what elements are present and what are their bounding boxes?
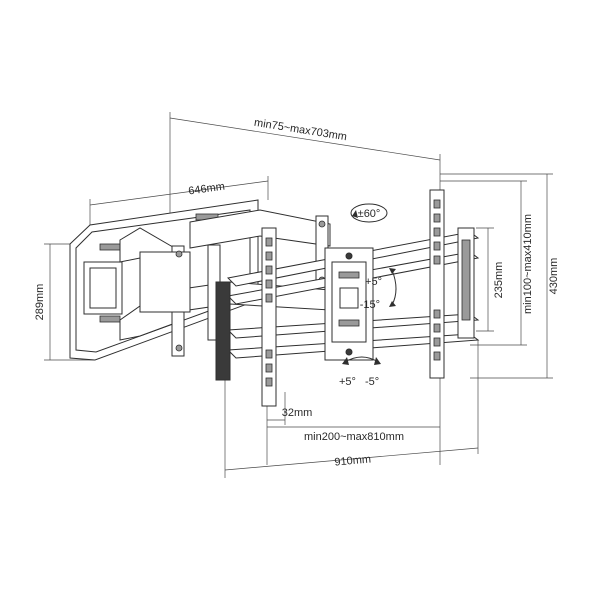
vesa-adapter-plate <box>324 247 374 361</box>
vesa-horizontal-range-label: min200~max810mm <box>304 431 404 443</box>
tilt-up-label: +5° <box>365 276 382 288</box>
tilt-down-label: -15° <box>360 299 380 311</box>
bracket-holes-left <box>265 237 273 387</box>
total-width-label: 910mm <box>334 453 372 468</box>
swivel-angle-label: ±60° <box>358 208 381 220</box>
tilt-indicator <box>389 268 397 307</box>
level-indicator <box>342 356 381 365</box>
dimension-lines <box>44 112 553 478</box>
bracket-height-label: 430mm <box>548 258 560 295</box>
vesa-vertical-range-label: min100~max410mm <box>522 214 534 314</box>
swivel-indicator <box>350 203 388 223</box>
bracket-holes-right <box>433 199 441 361</box>
wall-plate-height-label: 289mm <box>34 284 46 321</box>
wall-plate-offset-label: 32mm <box>282 407 313 419</box>
level-minus-label: -5° <box>365 376 379 388</box>
arm-extension-label: 646mm <box>188 181 226 198</box>
level-plus-label: +5° <box>339 376 356 388</box>
tv-brackets <box>215 189 475 407</box>
vesa-vertical-label: 235mm <box>493 262 505 299</box>
depth-range-label: min75~max703mm <box>253 117 348 144</box>
